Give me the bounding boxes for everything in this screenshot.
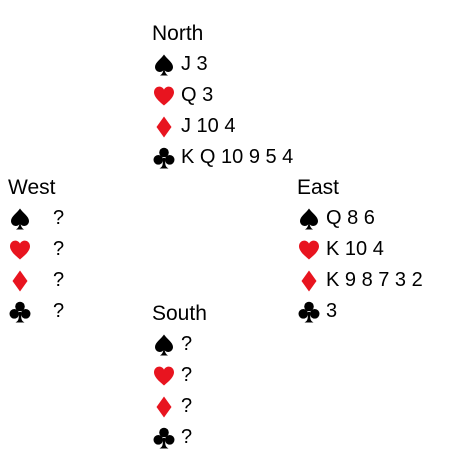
north-hearts-cards: Q 3: [181, 84, 214, 106]
west-hearts-cards: ?: [53, 238, 65, 260]
diamond-icon: [8, 269, 32, 293]
diamond-icon: [152, 395, 176, 419]
east-hearts-cards: K 10 4: [326, 238, 384, 260]
north-clubs-cards: K Q 10 9 5 4: [181, 146, 294, 168]
north-diamonds-row: J 10 4: [152, 111, 293, 142]
spade-icon: [152, 333, 176, 357]
west-diamonds-cards: ?: [53, 269, 65, 291]
heart-icon: [152, 364, 176, 388]
hand-north: North J 3 Q 3 J 10 4 K Q 10 9 5 4: [152, 19, 293, 173]
hand-title-east: East: [297, 176, 340, 199]
west-spades-row: ?: [8, 203, 64, 234]
south-clubs-row: ?: [152, 422, 207, 453]
diamond-icon: [152, 115, 176, 139]
heart-icon: [8, 238, 32, 262]
hand-title-north: North: [152, 22, 204, 45]
south-diamonds-cards: ?: [181, 395, 193, 417]
hand-south: South ? ? ? ?: [152, 299, 207, 453]
club-icon: [297, 300, 321, 324]
hand-east: East Q 8 6 K 10 4 K 9 8 7 3 2 3: [297, 173, 423, 327]
south-clubs-cards: ?: [181, 426, 193, 448]
club-icon: [152, 426, 176, 450]
west-clubs-cards: ?: [53, 300, 65, 322]
south-diamonds-row: ?: [152, 391, 207, 422]
east-diamonds-row: K 9 8 7 3 2: [297, 265, 423, 296]
spade-icon: [152, 53, 176, 77]
spade-icon: [297, 207, 321, 231]
west-clubs-row: ?: [8, 296, 64, 327]
north-hearts-row: Q 3: [152, 80, 293, 111]
south-hearts-cards: ?: [181, 364, 193, 386]
east-spades-cards: Q 8 6: [326, 207, 375, 229]
south-hearts-row: ?: [152, 360, 207, 391]
heart-icon: [297, 238, 321, 262]
south-spades-row: ?: [152, 329, 207, 360]
west-hearts-row: ?: [8, 234, 64, 265]
east-hearts-row: K 10 4: [297, 234, 423, 265]
south-spades-cards: ?: [181, 333, 193, 355]
heart-icon: [152, 84, 176, 108]
east-clubs-row: 3: [297, 296, 423, 327]
north-clubs-row: K Q 10 9 5 4: [152, 142, 293, 173]
hand-west: West ? ? ? ?: [8, 173, 64, 327]
hand-title-south: South: [152, 302, 207, 325]
diamond-icon: [297, 269, 321, 293]
spade-icon: [8, 207, 32, 231]
north-diamonds-cards: J 10 4: [181, 115, 236, 137]
hand-title-west: West: [8, 176, 56, 199]
club-icon: [8, 300, 32, 324]
west-diamonds-row: ?: [8, 265, 64, 296]
north-spades-row: J 3: [152, 49, 293, 80]
east-diamonds-cards: K 9 8 7 3 2: [326, 269, 423, 291]
west-spades-cards: ?: [53, 207, 65, 229]
east-spades-row: Q 8 6: [297, 203, 423, 234]
east-clubs-cards: 3: [326, 300, 338, 322]
club-icon: [152, 146, 176, 170]
north-spades-cards: J 3: [181, 53, 208, 75]
